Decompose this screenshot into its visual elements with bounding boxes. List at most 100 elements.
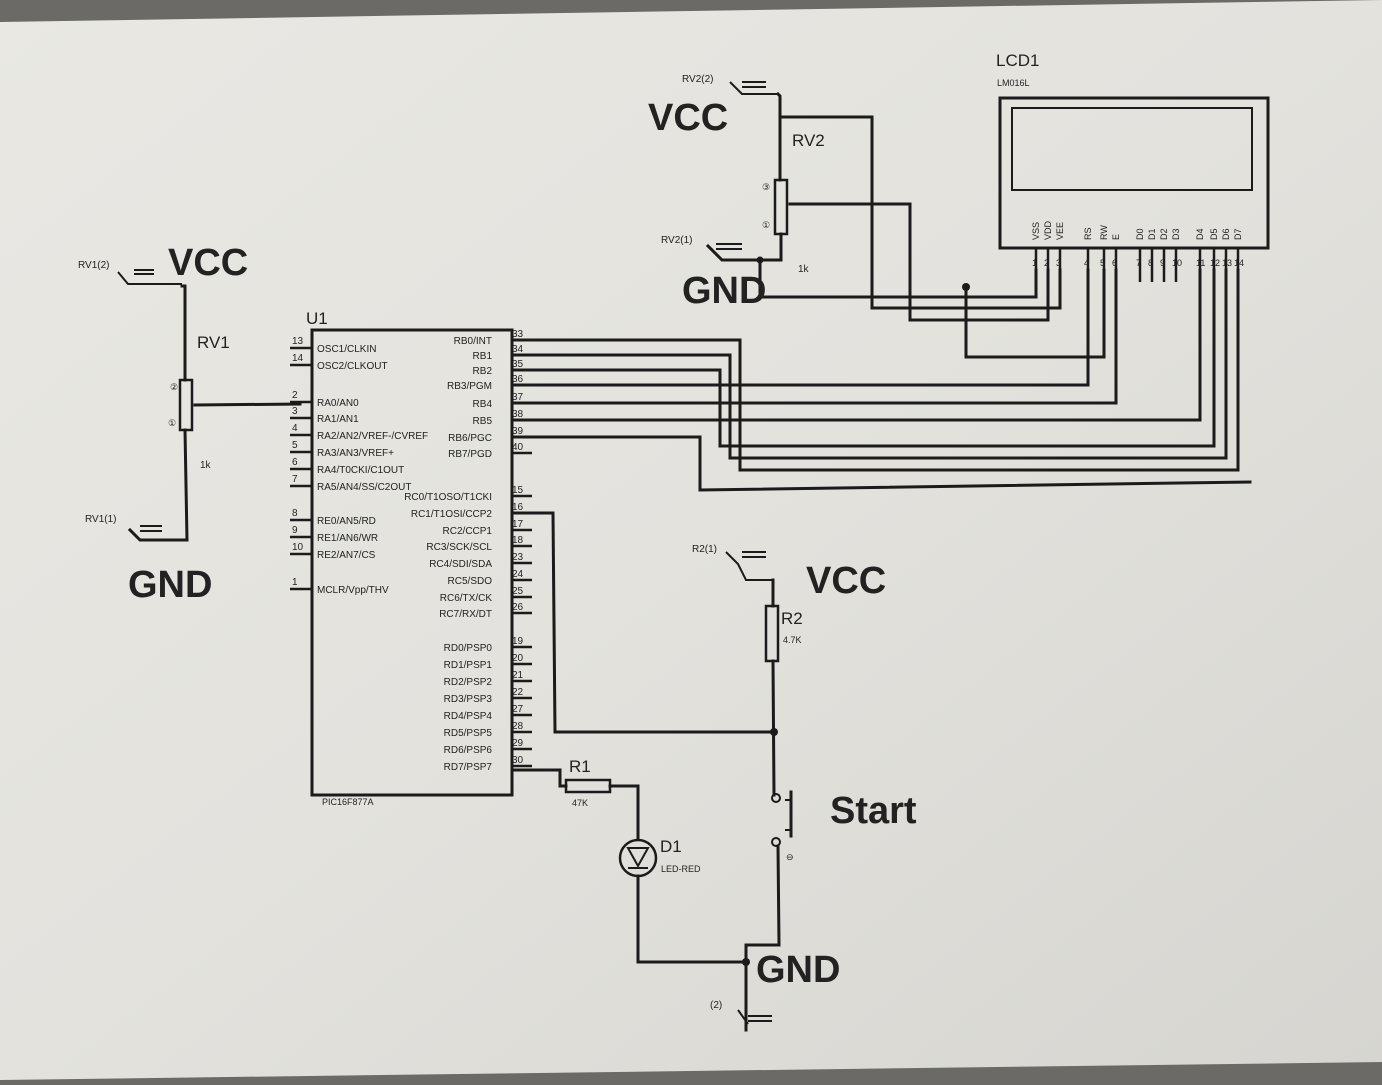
lcd1-pins: VSS1VDD2VEE3RS4RW5E6D07D18D29D310D411D51… [1031,220,1244,282]
u1-right-pin-number: 39 [512,426,524,437]
rv2-pin-bottom-label: RV2(1) [661,235,693,246]
u1-right-pin-name: RC6/TX/CK [440,593,493,604]
u1-right-pin-number: 29 [512,738,524,749]
u1-right-pin-name: RB7/PGD [448,449,492,460]
u1-right-pin-name: RC7/RX/DT [439,609,492,620]
lcd1-pin-name: VEE [1055,222,1065,240]
lcd1-pin-number: 5 [1100,258,1105,268]
u1-right-pin-number: 30 [512,755,524,766]
lcd1-ref: LCD1 [996,51,1039,70]
u1-right-pin-name: RB2 [473,366,493,377]
u1-part: PIC16F877A [322,797,374,807]
rv2-value: 1k [798,264,810,275]
u1-right-pin-number: 15 [512,485,524,496]
lcd1-pin-name: D0 [1135,228,1145,240]
u1-left-pin-name: RA4/T0CKI/C1OUT [317,465,404,476]
u1-right-pin-number: 18 [512,535,524,546]
u1-left-pin-name: OSC2/CLKOUT [317,361,388,372]
lcd1-pin-number: 9 [1160,258,1165,268]
svg-text:③: ③ [762,182,770,192]
r2-value: 4.7K [783,635,802,645]
u1-left-pins: 13OSC1/CLKIN14OSC2/CLKOUT2RA0/AN03RA1/AN… [290,336,428,596]
u1-left-pin-number: 13 [292,336,304,347]
lcd1-pin-name: RW [1099,225,1109,240]
u1-right-pin-name: RC5/SDO [448,576,493,587]
u1-left-pin-name: OSC1/CLKIN [317,344,376,355]
lcd1-pin-number: 4 [1084,258,1089,268]
u1-right-pins: 33RB0/INT34RB135RB236RB3/PGM37RB438RB539… [404,329,532,773]
u1-left-pin-name: RE0/AN5/RD [317,516,376,527]
u1-left-pin-number: 10 [292,542,304,553]
start-vcc-label: VCC [806,560,886,602]
lcd1-pin-number: 7 [1136,258,1141,268]
u1-right-pin-name: RD6/PSP6 [444,745,493,756]
lcd1-pin-number: 10 [1172,258,1182,268]
rv2-vcc-label: VCC [648,97,728,139]
u1-right-pin-name: RD3/PSP3 [444,694,493,705]
u1-left-pin-number: 2 [292,390,298,401]
rv2-pin-top-label: RV2(2) [682,74,714,85]
u1-right-pin-number: 23 [512,552,524,563]
u1-right-pin-name: RC1/T1OSI/CCP2 [411,509,493,520]
lcd1-pin-number: 8 [1148,258,1153,268]
u1-right-pin-number: 37 [512,392,524,403]
lcd1-pin-name: VDD [1043,220,1053,240]
start-button-label: Start [830,790,917,832]
lcd1-pin-number: 11 [1196,258,1205,268]
lcd1-screen [1011,107,1253,191]
u1-left-pin-name: RA1/AN1 [317,414,359,425]
u1-right-pin-number: 24 [512,569,524,580]
r1-ref: R1 [569,757,591,776]
d1-ref: D1 [660,837,682,856]
u1-right-pin-number: 27 [512,704,524,715]
lcd1-pin-name: D6 [1221,228,1231,240]
lcd1-pin-number: 3 [1056,258,1061,268]
u1-right-pin-number: 35 [512,359,524,370]
u1-right-pin-number: 38 [512,409,524,420]
u1-right-pin-name: RB0/INT [454,336,492,347]
lcd1-pin-name: E [1111,234,1121,240]
u1-left-pin-name: MCLR/Vpp/THV [317,585,389,596]
u1-left-pin-name: RE2/AN7/CS [317,550,376,561]
u1-right-pin-number: 19 [512,636,524,647]
u1-left-pin-name: RA3/AN3/VREF+ [317,448,394,459]
u1-right-pin-name: RC3/SCK/SCL [426,542,492,553]
lcd1-body [998,96,1270,250]
u1-left-pin-name: RA0/AN0 [317,398,359,409]
lcd1-pin-name: D4 [1195,228,1205,240]
u1-left-pin-number: 8 [292,508,298,519]
u1-left-pin-name: RA5/AN4/SS/C2OUT [317,482,411,493]
lcd1-pin-number: 6 [1112,258,1117,268]
lcd1-pin-name: D1 [1147,228,1157,240]
lcd1-pin-name: D7 [1233,228,1243,240]
u1-right-pin-number: 22 [512,687,524,698]
u1-right-pin-number: 33 [512,329,524,340]
u1-right-pin-number: 40 [512,442,524,453]
rv1-value: 1k [200,460,212,471]
u1-right-pin-number: 28 [512,721,524,732]
lcd1-display [998,96,1270,250]
u1-ref: U1 [306,309,328,328]
lcd1-pin-number: 2 [1044,258,1049,268]
lcd1-pin-name: D5 [1209,228,1219,240]
u1-right-pin-name: RC0/T1OSO/T1CKI [404,492,492,503]
svg-text:①: ① [762,220,770,230]
svg-text:⊖: ⊖ [786,852,794,862]
u1-right-pin-name: RD5/PSP5 [444,728,493,739]
u1-right-pin-name: RD1/PSP1 [444,660,493,671]
u1-left-pin-name: RA2/AN2/VREF-/CVREF [317,431,428,442]
r1-value: 47K [572,798,588,808]
u1-right-pin-name: RC2/CCP1 [443,526,493,537]
u1-left-pin-number: 3 [292,406,298,417]
u1-left-pin-number: 6 [292,457,298,468]
lcd1-pin-name: RS [1083,227,1093,240]
r2-ref: R2 [781,609,803,628]
rv2-gnd-label: GND [682,270,766,312]
lcd1-pin-number: 1 [1032,258,1037,268]
d1-value: LED-RED [661,864,701,874]
u1-right-pin-name: RB3/PGM [447,381,492,392]
lcd1-pin-number: 14 [1234,258,1244,268]
